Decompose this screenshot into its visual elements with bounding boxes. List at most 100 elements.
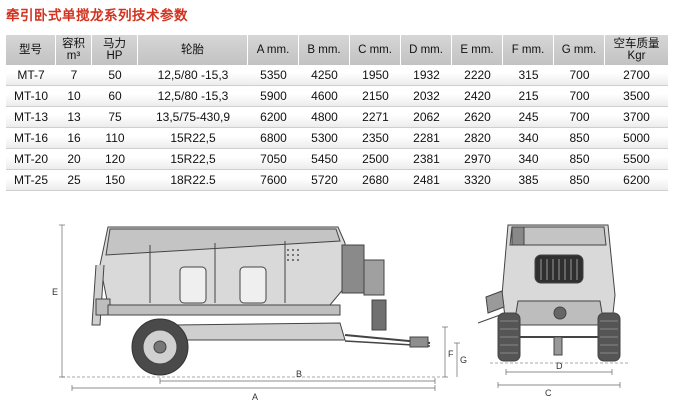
table-cell: 850 — [554, 170, 605, 191]
table-cell: 15R22,5 — [138, 128, 248, 149]
table-cell: 3320 — [452, 170, 503, 191]
table-cell: 340 — [503, 128, 554, 149]
table-cell: 4600 — [299, 86, 350, 107]
table-cell: 2281 — [401, 128, 452, 149]
dim-label-e: E — [52, 287, 58, 297]
table-cell: 245 — [503, 107, 554, 128]
table-cell: 5000 — [605, 128, 668, 149]
table-cell: 13 — [56, 107, 92, 128]
column-header: A mm. — [248, 35, 299, 65]
column-header: G mm. — [554, 35, 605, 65]
table-cell: 2820 — [452, 128, 503, 149]
side-view-dimensions — [59, 224, 460, 391]
column-header-label: 容积 — [62, 38, 85, 50]
dim-label-b: B — [296, 369, 302, 379]
table-cell: MT-20 — [6, 149, 56, 170]
table-cell: 2680 — [350, 170, 401, 191]
table-cell: 385 — [503, 170, 554, 191]
table-cell: 75 — [92, 107, 138, 128]
table-cell: 2481 — [401, 170, 452, 191]
table-cell: 6200 — [248, 107, 299, 128]
column-header-label: E mm. — [460, 44, 494, 56]
table-cell: 120 — [92, 149, 138, 170]
table-cell: MT-13 — [6, 107, 56, 128]
column-header-label: D mm. — [409, 44, 443, 56]
table-cell: MT-16 — [6, 128, 56, 149]
table-cell: 25 — [56, 170, 92, 191]
column-header: 轮胎 — [138, 35, 248, 65]
table-cell: 5350 — [248, 65, 299, 86]
column-header: C mm. — [350, 35, 401, 65]
table-cell: 16 — [56, 128, 92, 149]
table-cell: 2700 — [605, 65, 668, 86]
table-cell: 2620 — [452, 107, 503, 128]
table-cell: 12,5/80 -15,3 — [138, 86, 248, 107]
table-cell: 2150 — [350, 86, 401, 107]
table-cell: 2062 — [401, 107, 452, 128]
column-header-label: 型号 — [19, 44, 42, 56]
table-cell: 110 — [92, 128, 138, 149]
table-cell: 2271 — [350, 107, 401, 128]
table-cell: 315 — [503, 65, 554, 86]
table-cell: 2420 — [452, 86, 503, 107]
table-cell: 4800 — [299, 107, 350, 128]
table-cell: 2220 — [452, 65, 503, 86]
column-header-label: G mm. — [561, 44, 597, 56]
table-cell: 4250 — [299, 65, 350, 86]
side-view — [62, 226, 440, 378]
table-cell: 12,5/80 -15,3 — [138, 65, 248, 86]
column-header-unit: Kgr — [627, 50, 646, 62]
table-cell: 6200 — [605, 170, 668, 191]
dim-label-d: D — [556, 361, 563, 371]
column-header-label: A mm. — [256, 44, 290, 56]
table-cell: MT-25 — [6, 170, 56, 191]
table-cell: 6800 — [248, 128, 299, 149]
column-header-label: 空车质量 — [613, 38, 660, 50]
machine-drawing: E A B F G — [52, 224, 630, 402]
table-cell: MT-7 — [6, 65, 56, 86]
table-cell: 2381 — [401, 149, 452, 170]
table-cell: 20 — [56, 149, 92, 170]
column-header: B mm. — [299, 35, 350, 65]
table-cell: 15R22,5 — [138, 149, 248, 170]
table-cell: 3500 — [605, 86, 668, 107]
table-cell: 700 — [554, 86, 605, 107]
table-cell: 50 — [92, 65, 138, 86]
table-cell: MT-10 — [6, 86, 56, 107]
table-cell: 18R22.5 — [138, 170, 248, 191]
table-cell: 2500 — [350, 149, 401, 170]
table-cell: 850 — [554, 128, 605, 149]
column-header: E mm. — [452, 35, 503, 65]
column-header-label: C mm. — [358, 44, 392, 56]
table-cell: 1932 — [401, 65, 452, 86]
table-cell: 1950 — [350, 65, 401, 86]
table-cell: 3700 — [605, 107, 668, 128]
dim-label-f: F — [448, 349, 454, 359]
table-cell: 2032 — [401, 86, 452, 107]
dim-label-c: C — [545, 388, 552, 398]
table-cell: 5300 — [299, 128, 350, 149]
table-cell: 5900 — [248, 86, 299, 107]
table-cell: 5450 — [299, 149, 350, 170]
table-cell: 7 — [56, 65, 92, 86]
table-cell: 150 — [92, 170, 138, 191]
table-cell: 7050 — [248, 149, 299, 170]
column-header-label: 马力 — [103, 38, 126, 50]
front-view — [477, 224, 630, 364]
page-title: 牵引卧式单搅龙系列技术参数 — [6, 8, 188, 23]
table-cell: 215 — [503, 86, 554, 107]
table-cell: 5720 — [299, 170, 350, 191]
column-header-label: 轮胎 — [181, 44, 204, 56]
table-cell: 2350 — [350, 128, 401, 149]
table-cell: 700 — [554, 107, 605, 128]
column-header: 型号 — [6, 35, 56, 65]
column-header-label: F mm. — [511, 44, 545, 56]
table-cell: 2970 — [452, 149, 503, 170]
